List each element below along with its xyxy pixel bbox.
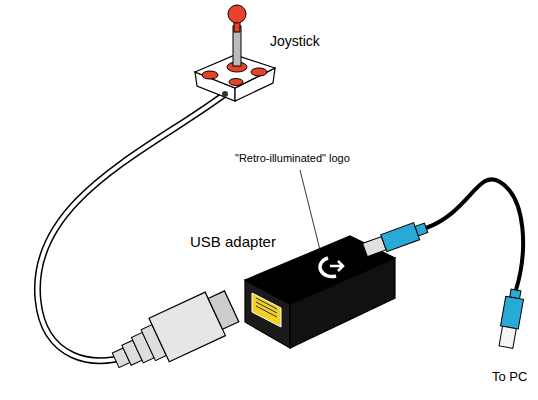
stick-ball — [228, 5, 246, 23]
joystick-illustration — [195, 5, 275, 101]
leader-line — [300, 170, 322, 258]
logo-arrow — [330, 261, 343, 271]
logo-c — [320, 258, 336, 277]
part-label: USB adapter — [190, 234, 276, 251]
port-pins — [256, 298, 277, 317]
usb-plug — [497, 288, 525, 348]
fire-button — [202, 71, 218, 79]
fire-button — [251, 68, 267, 76]
fire-button — [229, 79, 243, 86]
callout-label: "Retro-illuminated" logo — [235, 152, 350, 164]
cable-exit — [222, 91, 228, 97]
part-label: Joystick — [270, 34, 320, 49]
db9-plug — [105, 285, 241, 383]
usb-adapter-illustration — [245, 236, 395, 348]
usb-body — [501, 296, 524, 329]
usb-plug — [362, 219, 429, 258]
usb-cable — [426, 179, 523, 290]
usb-metal — [499, 326, 516, 348]
usb-body — [381, 223, 420, 252]
plug-shell — [208, 291, 239, 329]
part-label: To PC — [492, 370, 527, 384]
usb-strain — [415, 223, 428, 236]
db9-port — [252, 293, 281, 327]
